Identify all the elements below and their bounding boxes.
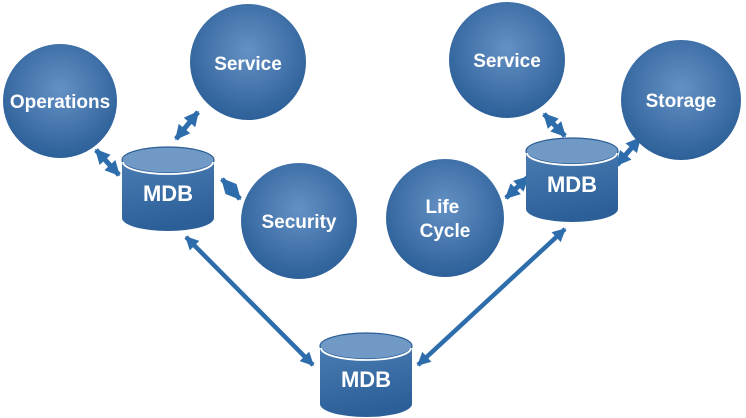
node-service-left: Service — [190, 4, 306, 120]
arrow-life-cycle-mdb-right — [504, 175, 530, 200]
node-storage-label: Storage — [646, 91, 717, 112]
life-cycle-sphere — [386, 159, 504, 277]
node-life-cycle: Life Cycle — [386, 159, 504, 277]
mdb-left-cylinder: MDB — [121, 146, 215, 232]
mdb-left-label: MDB — [143, 181, 193, 206]
node-life-cycle-label: Life Cycle — [420, 197, 471, 242]
node-service-left-label: Service — [214, 54, 282, 75]
service-left-sphere — [190, 4, 306, 120]
node-service-right: Service — [449, 2, 565, 118]
arrow-service-left-mdb-left — [174, 110, 200, 141]
node-service-right-label: Service — [473, 51, 541, 72]
operations-sphere — [3, 44, 117, 158]
security-sphere — [241, 163, 357, 279]
arrow-mdb-left-mdb-bottom — [184, 235, 315, 367]
node-storage: Storage — [621, 40, 741, 160]
mdb-right-cylinder: MDB — [525, 137, 619, 223]
node-security-label: Security — [262, 212, 337, 233]
mdb-bottom-cylinder: MDB — [319, 332, 413, 418]
mdb-right-label: MDB — [547, 172, 597, 197]
node-security: Security — [241, 163, 357, 279]
arrow-mdb-right-storage — [615, 136, 642, 167]
arrow-mdb-right-mdb-bottom — [416, 227, 567, 367]
service-right-sphere — [449, 2, 565, 118]
arrow-operations-mdb-left — [94, 148, 121, 177]
node-operations: Operations — [3, 44, 117, 158]
arrow-service-right-mdb-right — [542, 112, 567, 138]
storage-sphere — [621, 40, 741, 160]
arrow-mdb-left-security — [220, 177, 242, 201]
connections — [94, 110, 642, 367]
node-operations-label: Operations — [10, 92, 110, 113]
mdb-bottom-label: MDB — [341, 367, 391, 392]
